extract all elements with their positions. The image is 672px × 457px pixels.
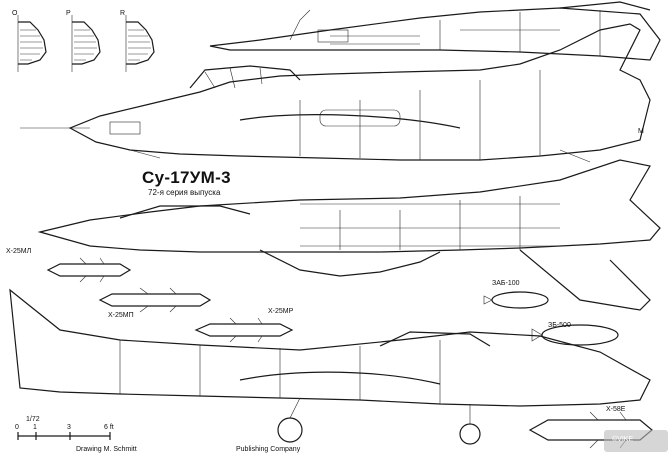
cross-section-o <box>17 15 47 72</box>
label-kh25mr: Х-25МР <box>268 308 294 315</box>
section-label-o: O <box>12 10 18 17</box>
section-label-r: R <box>120 10 126 17</box>
weapon-zab100 <box>483 291 549 309</box>
scale-tick-1: 1 <box>33 424 37 431</box>
weapon-kh25mp <box>98 287 212 313</box>
side-view-main <box>20 23 651 163</box>
marking-letter: M <box>638 128 644 135</box>
label-kh25ml: Х-25МЛ <box>6 248 32 255</box>
credit-publisher: Publishing Company <box>236 446 301 453</box>
scale-tick-0: 0 <box>15 424 19 431</box>
watermark-text: ©VIKE <box>612 436 634 443</box>
label-zab100: ЗАБ-100 <box>492 280 520 287</box>
weapon-zb500 <box>531 324 619 346</box>
cross-section-r <box>125 15 155 72</box>
scale-tick-3: 3 <box>67 424 71 431</box>
drawing-subtitle: 72-я серия выпуска <box>148 188 221 197</box>
weapon-kh25ml <box>46 257 132 283</box>
cross-section-p <box>71 15 101 72</box>
section-label-p: P <box>66 10 71 17</box>
label-zb500: ЗБ-500 <box>548 322 571 329</box>
top-view-upper <box>209 1 661 61</box>
credit-drawing: Drawing M. Schmitt <box>76 446 137 453</box>
scale-bar <box>17 432 111 440</box>
label-kh25mp: Х-25МП <box>108 312 134 319</box>
top-view-middle <box>37 159 661 311</box>
weapon-kh25mr <box>194 317 294 343</box>
label-kh58e: Х-58Е <box>606 406 626 413</box>
scale-tick-6ft: 6 ft <box>104 424 114 431</box>
watermark-badge <box>604 430 668 452</box>
drawing-title: Су-17УМ-3 <box>142 168 231 187</box>
side-view-lower <box>9 288 651 445</box>
scale-ratio: 1/72 <box>26 416 40 423</box>
